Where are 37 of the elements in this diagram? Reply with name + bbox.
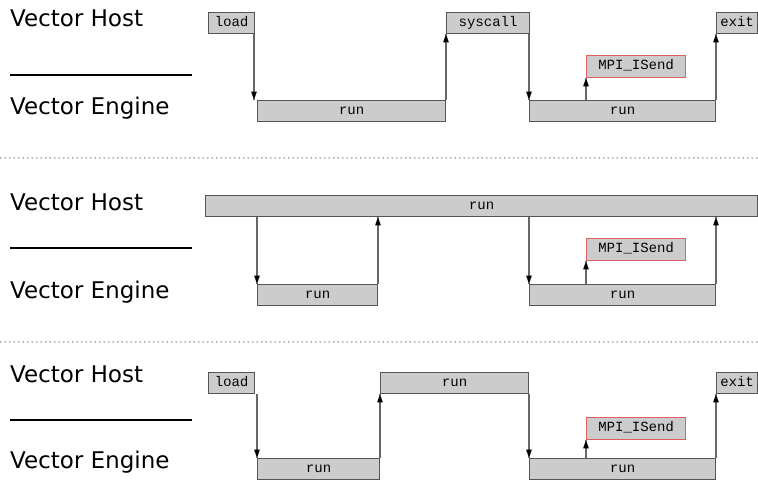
process-box: run [529, 458, 716, 480]
process-box: run [257, 100, 446, 122]
call-box: MPI_ISend [586, 417, 686, 440]
process-box: exit [716, 12, 758, 34]
process-box: run [257, 284, 378, 306]
arrow [583, 78, 589, 100]
lane-label: Vector Host [10, 190, 143, 216]
arrow [526, 217, 532, 284]
call-box: MPI_ISend [586, 55, 686, 78]
arrow [443, 34, 449, 100]
process-box: load [208, 12, 255, 34]
arrow [526, 34, 532, 100]
arrow [375, 217, 381, 284]
lane-label: Vector Host [10, 6, 143, 32]
arrow [583, 440, 589, 458]
arrow [254, 394, 260, 458]
process-box: run [257, 458, 380, 480]
process-box: run [380, 372, 529, 394]
process-box: run [205, 195, 758, 217]
arrow [251, 34, 257, 100]
lane-label: Vector Engine [10, 94, 170, 120]
lane-label: Vector Engine [10, 278, 170, 304]
process-box: syscall [446, 12, 530, 34]
arrow [377, 394, 383, 458]
lane-label: Vector Host [10, 362, 143, 388]
process-box: load [208, 372, 255, 394]
process-box: run [529, 284, 716, 306]
arrow [254, 217, 260, 284]
lane-label: Vector Engine [10, 448, 170, 474]
process-box: run [529, 100, 716, 122]
call-box: MPI_ISend [586, 238, 686, 261]
process-box: exit [716, 372, 758, 394]
arrow [713, 217, 719, 284]
arrow [526, 394, 532, 458]
arrow [713, 394, 719, 458]
arrow [713, 34, 719, 100]
arrow [583, 261, 589, 284]
